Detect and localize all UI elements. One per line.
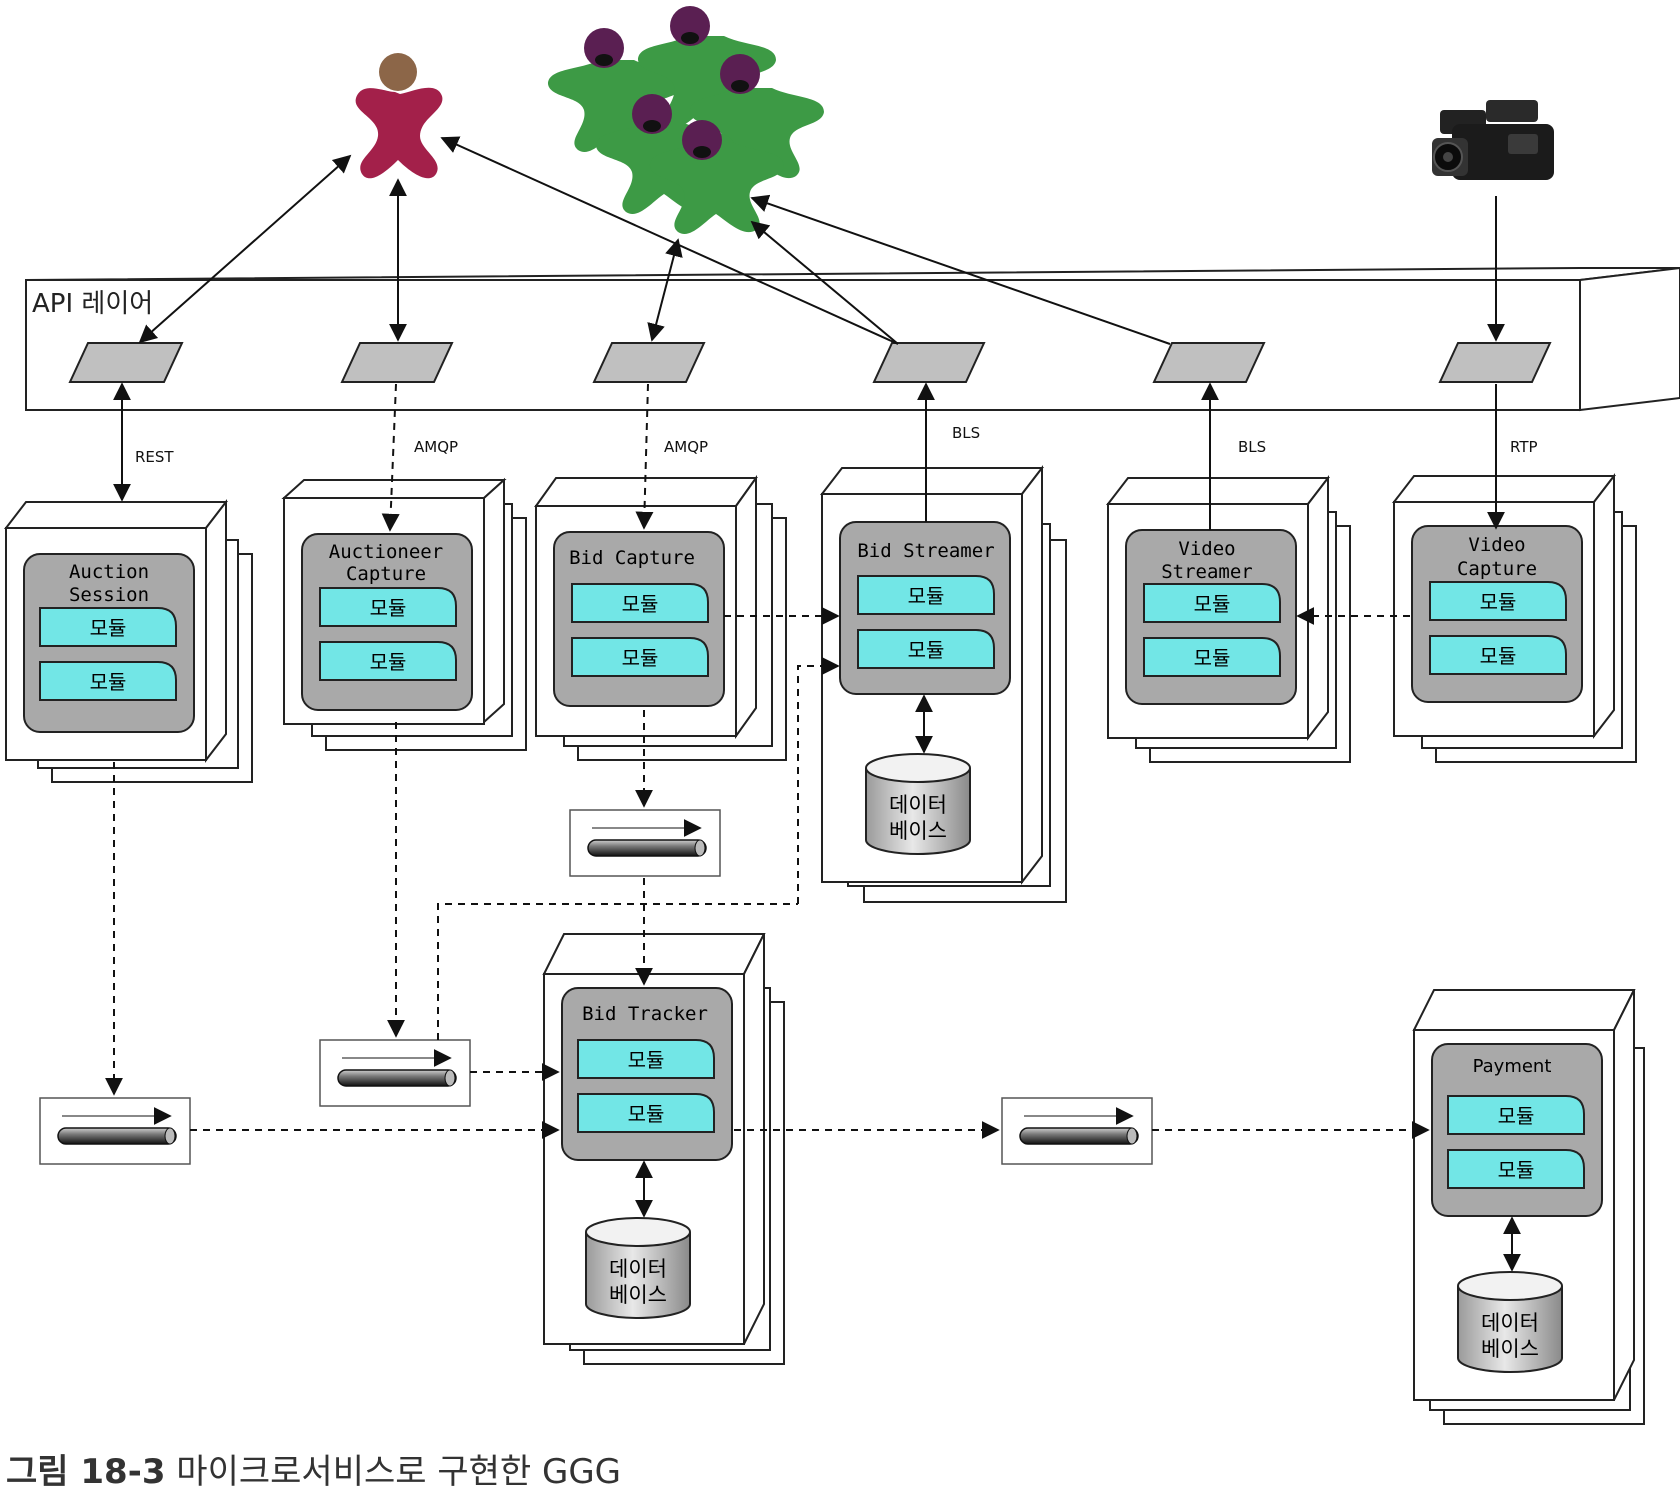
service-name-line1: Auctioneer: [329, 541, 443, 563]
module-block: 모듈: [1143, 637, 1281, 677]
service-name-line1: Video: [1178, 538, 1235, 560]
api-endpoint-video-capture: [1438, 342, 1552, 383]
video-camera-icon: [1432, 100, 1554, 180]
module-block: 모듈: [571, 583, 709, 623]
protocol-bls-label: BLS: [952, 424, 980, 442]
module-label: 모듈: [370, 596, 407, 620]
bidders-crowd-icon: [548, 6, 824, 235]
module-label: 모듈: [370, 650, 407, 674]
service-name: Bid Capture: [569, 547, 695, 569]
module-label: 모듈: [90, 616, 127, 640]
module-label: 모듈: [1480, 590, 1517, 614]
module-label: 모듈: [90, 670, 127, 694]
api-layer-bar: API 레이어: [25, 266, 1680, 412]
module-label: 모듈: [908, 638, 945, 662]
service-name-line1: Video: [1468, 534, 1525, 556]
module-label: 모듈: [628, 1048, 665, 1072]
database-label-line2: 베이스: [889, 819, 947, 843]
module-block: 모듈: [319, 641, 457, 681]
module-block: 모듈: [571, 637, 709, 677]
service-name-line1: Auction: [69, 561, 149, 583]
module-block: 모듈: [577, 1039, 715, 1079]
queue-payment: [1002, 1098, 1152, 1164]
module-label: 모듈: [622, 646, 659, 670]
protocol-rtp-label: RTP: [1510, 438, 1538, 456]
database-payment: 데이터 베이스: [1457, 1271, 1563, 1373]
module-block: 모듈: [319, 587, 457, 627]
protocol-amqp-label: AMQP: [414, 438, 458, 456]
module-block: 모듈: [1447, 1149, 1585, 1189]
module-label: 모듈: [1194, 646, 1231, 670]
figure-title: 마이크로서비스로 구현한 GGG: [176, 1452, 622, 1492]
auctioneer-figure-icon: [355, 53, 443, 179]
protocol-labels: REST AMQP AMQP BLS BLS RTP: [135, 424, 1538, 466]
database-label-line2: 베이스: [609, 1283, 667, 1307]
service-name: Payment: [1473, 1056, 1552, 1077]
protocol-bls-label: BLS: [1238, 438, 1266, 456]
api-endpoint-video-streamer: [1152, 342, 1266, 383]
module-label: 모듈: [628, 1102, 665, 1126]
queue-bid-capture: [570, 810, 720, 876]
service-name-line2: Streamer: [1161, 561, 1253, 583]
module-label: 모듈: [1194, 592, 1231, 616]
figure-number: 그림 18-3: [6, 1452, 166, 1492]
database-label-line2: 베이스: [1481, 1337, 1539, 1361]
module-label: 모듈: [1498, 1104, 1535, 1128]
api-endpoint-bid-capture: [592, 342, 706, 383]
module-block: 모듈: [1429, 635, 1567, 675]
module-block: 모듈: [39, 661, 177, 701]
module-label: 모듈: [1498, 1158, 1535, 1182]
api-endpoint-bid-streamer: [872, 342, 986, 383]
service-name: Bid Tracker: [582, 1003, 708, 1025]
module-label: 모듈: [1480, 644, 1517, 668]
figure-caption: 그림 18-3 마이크로서비스로 구현한 GGG: [6, 1444, 621, 1493]
service-name-line2: Capture: [1457, 558, 1537, 580]
database-bid-streamer: 데이터 베이스: [865, 753, 971, 855]
api-layer-label: API 레이어: [32, 289, 153, 319]
api-endpoint-rest: [68, 342, 184, 383]
database-label-line1: 데이터: [1481, 1311, 1539, 1335]
module-block: 모듈: [1143, 583, 1281, 623]
protocol-rest-label: REST: [135, 448, 174, 466]
queue-auctioneer: [320, 1040, 470, 1106]
database-label-line1: 데이터: [889, 793, 947, 817]
module-block: 모듈: [857, 575, 995, 615]
service-name-line2: Capture: [346, 563, 426, 585]
module-block: 모듈: [577, 1093, 715, 1133]
database-bid-tracker: 데이터 베이스: [585, 1217, 691, 1319]
module-label: 모듈: [622, 592, 659, 616]
api-endpoint-auctioneer: [340, 342, 454, 383]
queue-auction-session: [40, 1098, 190, 1164]
service-name: Bid Streamer: [857, 540, 994, 562]
service-name-line2: Session: [69, 584, 149, 606]
module-block: 모듈: [39, 607, 177, 647]
dashed-connections: [105, 383, 1430, 1139]
solid-connections: [113, 136, 1521, 1272]
module-block: 모듈: [857, 629, 995, 669]
protocol-amqp-label: AMQP: [664, 438, 708, 456]
module-label: 모듈: [908, 584, 945, 608]
database-label-line1: 데이터: [609, 1257, 667, 1281]
module-block: 모듈: [1429, 581, 1567, 621]
api-endpoints: [68, 342, 1552, 383]
module-block: 모듈: [1447, 1095, 1585, 1135]
